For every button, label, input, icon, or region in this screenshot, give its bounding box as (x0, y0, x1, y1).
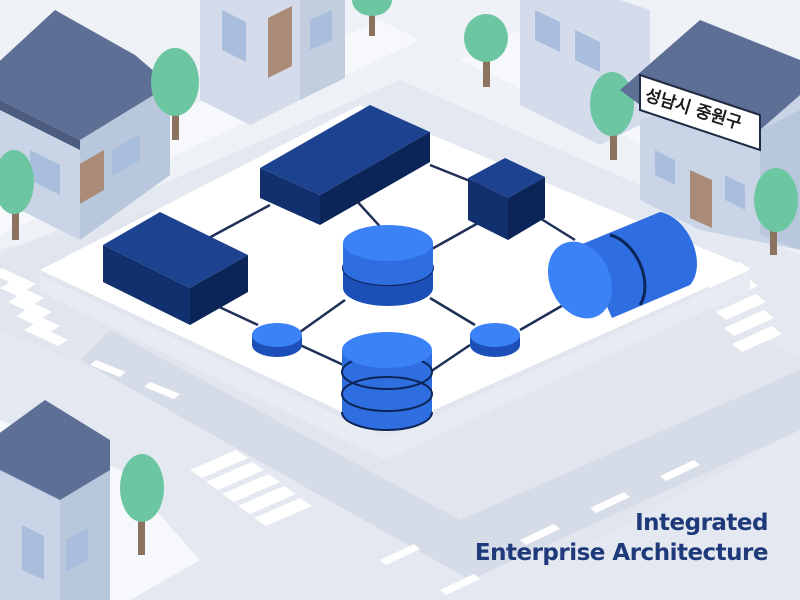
house-icon (0, 10, 170, 240)
tree-icon (0, 150, 34, 240)
crosswalk-left (0, 268, 68, 346)
caption-title: Integrated Enterprise Architecture (474, 508, 769, 568)
lane-markings (90, 360, 700, 595)
network-node-icon (252, 323, 302, 357)
street-sign: 성남시 중원구 (639, 73, 761, 152)
server-block-icon (468, 158, 545, 240)
caption-line-1: Integrated (635, 510, 768, 536)
building-top (200, 0, 345, 125)
tree-icon (464, 14, 508, 87)
database-cylinder-icon (341, 332, 433, 431)
tree-icon (120, 454, 164, 555)
server-block-icon (103, 212, 248, 325)
house-icon (0, 400, 110, 600)
tree-icon (151, 48, 199, 140)
database-cylinder-icon (342, 225, 434, 306)
tree-icon (352, 0, 392, 36)
tree-icon (754, 168, 798, 255)
network-node-icon (470, 323, 520, 357)
storage-cylinder-icon (547, 212, 697, 319)
crosswalk-bottom (190, 450, 312, 526)
caption-line-2: Enterprise Architecture (474, 540, 769, 566)
server-block-icon (260, 105, 430, 225)
